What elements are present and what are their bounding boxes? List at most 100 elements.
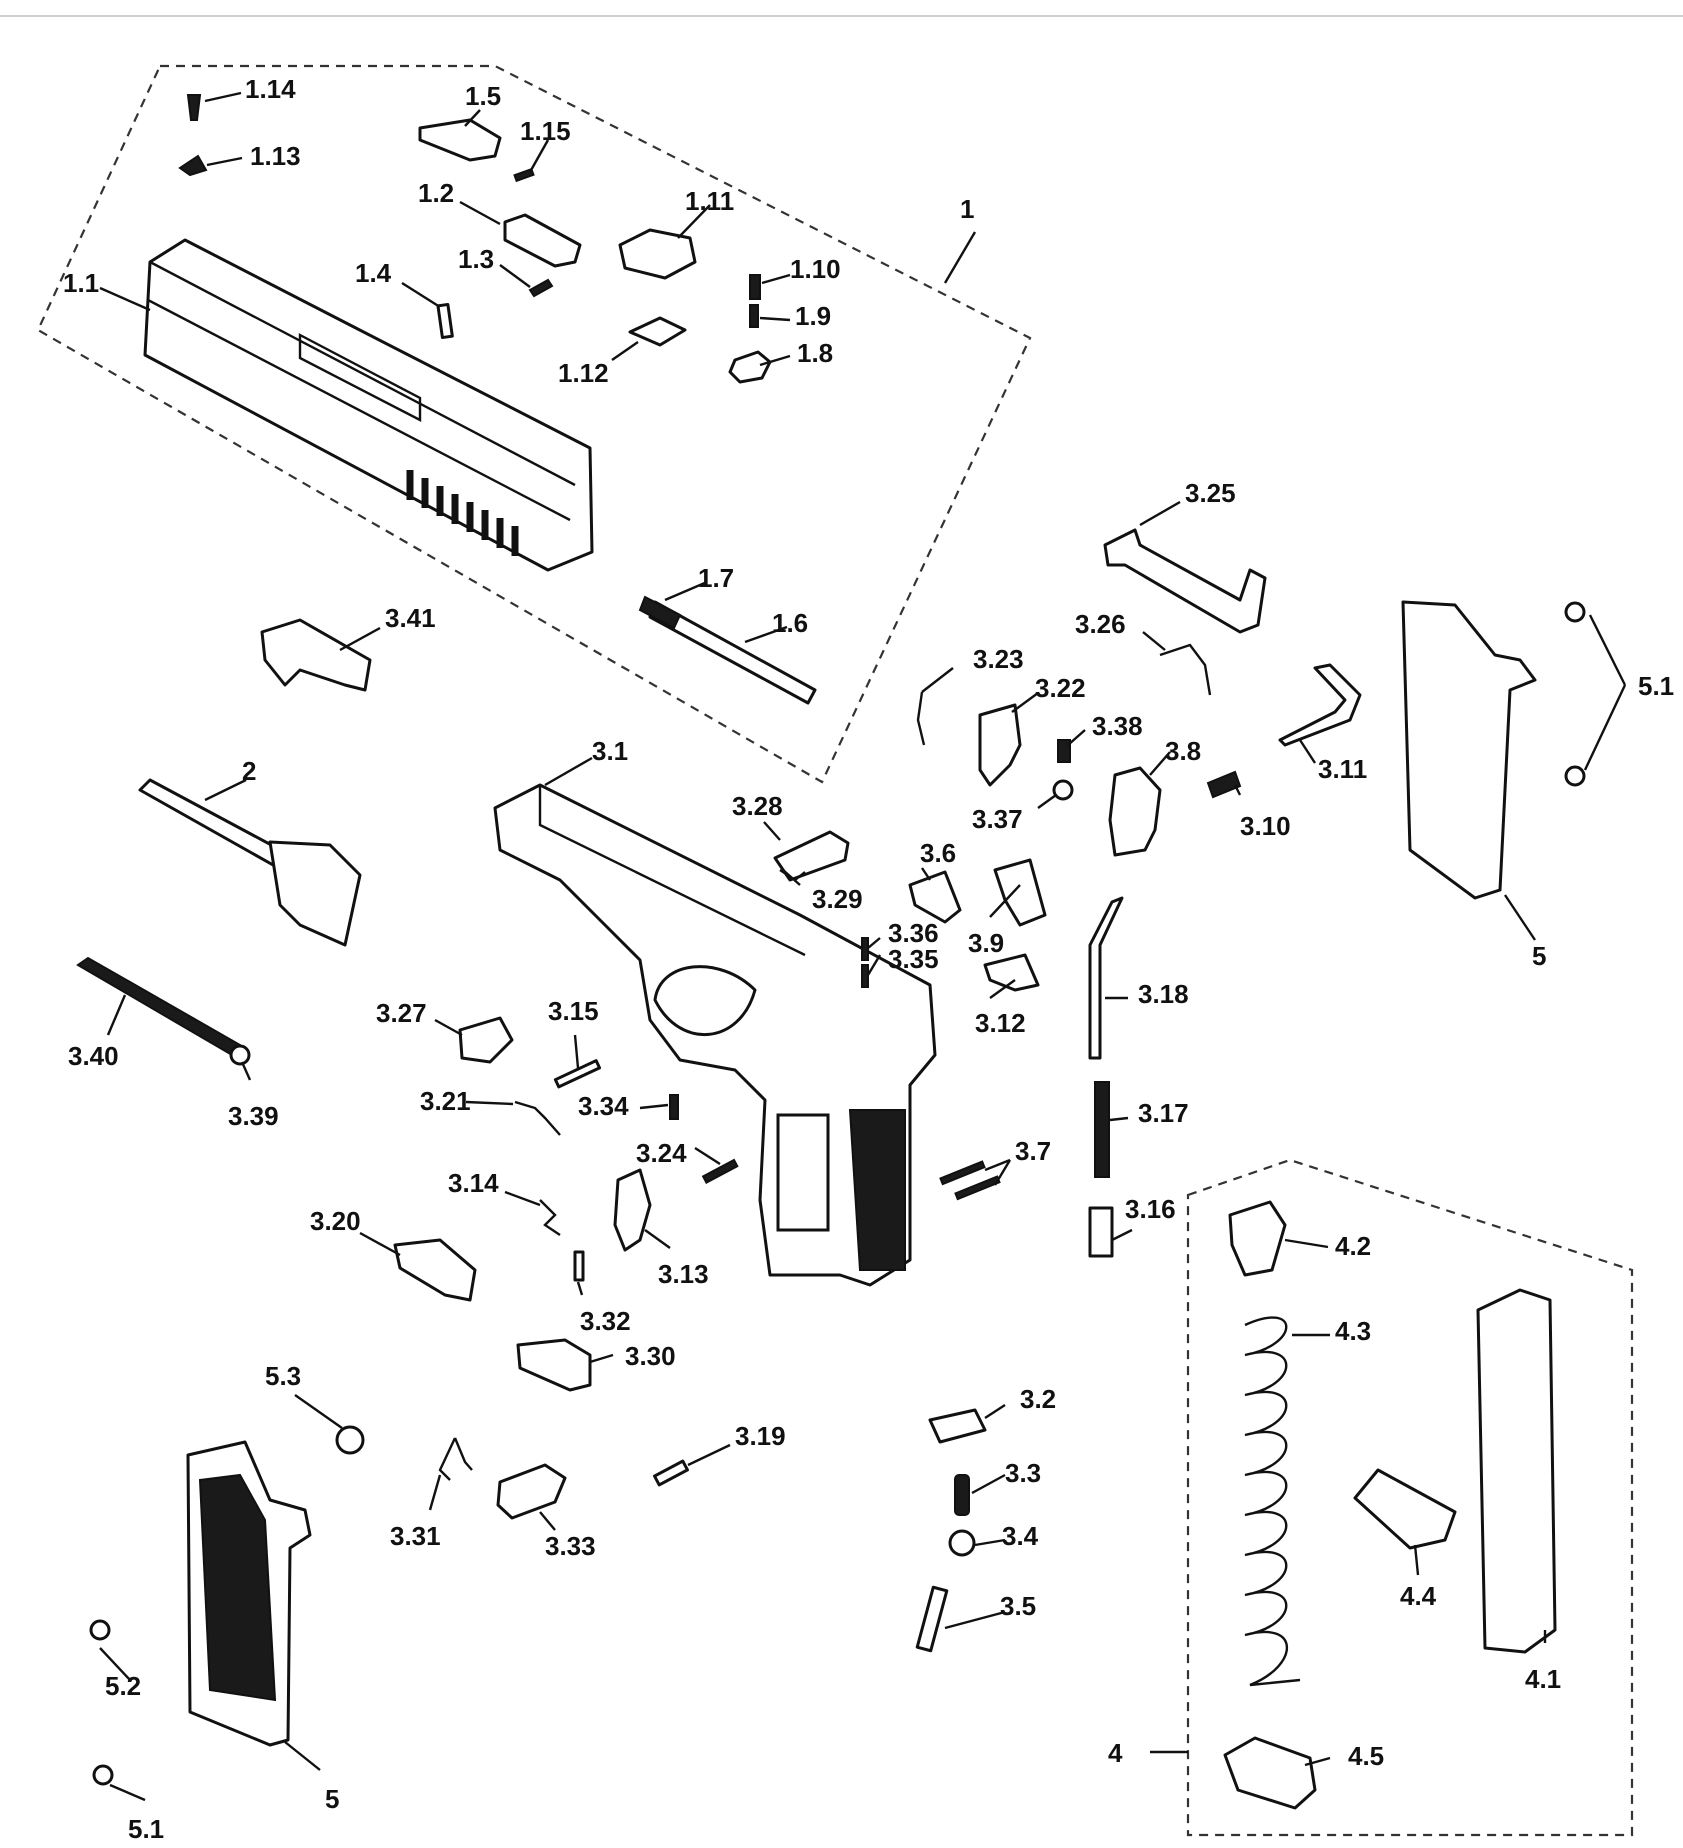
label-3-15: 3.15: [548, 996, 599, 1026]
label-1-1: 1.1: [63, 268, 99, 298]
label-3-35: 3.35: [888, 944, 939, 974]
label-1-6: 1.6: [772, 608, 808, 638]
label-3-32: 3.32: [580, 1306, 631, 1336]
label-1-15: 1.15: [520, 116, 571, 146]
pin-1-4-part: [436, 302, 454, 340]
insert-plate-part: [1353, 1468, 1457, 1550]
grip-screw-5-1-bottom-part: [1564, 765, 1586, 787]
label-3-6: 3.6: [920, 838, 956, 868]
pin-3-15-part: [553, 1059, 602, 1089]
label-4-1: 4.1: [1525, 1664, 1561, 1694]
label-1-14: 1.14: [245, 74, 296, 104]
bushing-3-2-part: [928, 1408, 987, 1444]
slide-part: [143, 238, 594, 572]
slide-group-outline: [36, 64, 1032, 784]
grip-screw-5-1-low-part: [92, 1764, 114, 1786]
label-3-37: 3.37: [972, 804, 1023, 834]
pin-1-15-part: [513, 167, 535, 183]
plate-1-12-part: [628, 316, 687, 347]
label-1-3: 1.3: [458, 244, 494, 274]
label-5-1-top: 5.1: [1638, 671, 1674, 701]
mainspring-part: [1094, 1081, 1110, 1178]
spring-3-21-part: [514, 1100, 561, 1136]
label-5-2: 5.2: [105, 1671, 141, 1701]
label-1-2: 1.2: [418, 178, 454, 208]
ejector-part: [978, 703, 1022, 787]
follower-part: [1228, 1200, 1287, 1277]
label-4-5: 4.5: [1348, 1741, 1384, 1771]
pins-3-7-part: [939, 1160, 1001, 1201]
label-3-25: 3.25: [1185, 478, 1236, 508]
label-1-12: 1.12: [558, 358, 609, 388]
spring-1-9-part: [749, 304, 759, 328]
block-3-33-part: [496, 1463, 567, 1520]
label-4-4: 4.4: [1400, 1581, 1437, 1611]
label-3-3: 3.3: [1005, 1458, 1041, 1488]
grip-panel-right-part: [1401, 600, 1537, 900]
label-3-27: 3.27: [376, 998, 427, 1028]
spring-3-26-part: [1159, 643, 1212, 696]
label-3-7: 3.7: [1015, 1136, 1051, 1166]
magazine-tube-part: [1476, 1288, 1557, 1654]
label-3-9: 3.9: [968, 928, 1004, 958]
screw-1-14-part: [186, 94, 202, 121]
firing-pin-block-part: [728, 350, 772, 384]
magazine-catch-part: [393, 1238, 477, 1302]
label-3-31: 3.31: [390, 1521, 441, 1551]
label-3-34: 3.34: [578, 1091, 629, 1121]
label-3-2: 3.2: [1020, 1384, 1056, 1414]
block-3-41-part: [260, 618, 372, 692]
leader-lines: [99, 91, 1627, 1802]
pin-3-19-part: [653, 1459, 689, 1487]
label-3-13: 3.13: [658, 1259, 709, 1289]
label-3-28: 3.28: [732, 791, 783, 821]
label-1-4: 1.4: [355, 258, 392, 288]
label-3-23: 3.23: [973, 644, 1024, 674]
label-2: 2: [242, 756, 256, 786]
label-3-22: 3.22: [1035, 673, 1086, 703]
plunger-3-16-part: [1088, 1206, 1114, 1258]
label-5-bottom: 5: [325, 1784, 339, 1814]
label-3-12: 3.12: [975, 1008, 1026, 1038]
label-3-5: 3.5: [1000, 1591, 1036, 1621]
spring-3-3-part: [954, 1474, 970, 1516]
label-3-36: 3.36: [888, 918, 939, 948]
front-sight-part: [178, 154, 208, 177]
label-3-16: 3.16: [1125, 1194, 1176, 1224]
label-3-19: 3.19: [735, 1421, 786, 1451]
label-3-40: 3.40: [68, 1041, 119, 1071]
recoil-spring-short-part: [638, 595, 682, 630]
label-3-39: 3.39: [228, 1101, 279, 1131]
label-5-3: 5.3: [265, 1361, 301, 1391]
spring-3-38-part: [1057, 739, 1071, 763]
label-5-top: 5: [1532, 941, 1546, 971]
label-3-26: 3.26: [1075, 609, 1126, 639]
grip-screw-5-3-part: [335, 1425, 365, 1455]
grip-screw-5-2-part: [89, 1619, 111, 1641]
label-3-4: 3.4: [1002, 1521, 1039, 1551]
roller-3-37-part: [1052, 779, 1074, 801]
label-1-13: 1.13: [250, 141, 301, 171]
recoil-spring-cap-part: [229, 1044, 251, 1066]
spring-3-14-part: [539, 1199, 561, 1236]
lever-3-9-part: [993, 858, 1047, 927]
label-3-1: 3.1: [592, 736, 628, 766]
spring-3-35-part: [861, 964, 869, 988]
part-labels: 1 1.1 1.2 1.3 1.4 1.5 1.6 1.7 1.8 1.9 1.…: [63, 74, 1674, 1844]
spring-3-23-part: [916, 691, 926, 746]
label-1-11: 1.11: [685, 186, 734, 216]
label-1-5: 1.5: [465, 81, 501, 111]
label-4: 4: [1108, 1738, 1123, 1768]
label-3-33: 3.33: [545, 1531, 596, 1561]
grip-panel-left-part: [186, 1440, 312, 1747]
block-1-11-part: [618, 228, 697, 280]
magazine-spring-part: [1244, 1316, 1301, 1687]
label-3-11: 3.11: [1318, 754, 1367, 784]
label-3-20: 3.20: [310, 1206, 361, 1236]
label-3-14: 3.14: [448, 1168, 499, 1198]
label-3-38: 3.38: [1092, 711, 1143, 741]
barrel-part: [138, 778, 362, 947]
trigger-bar-part: [1103, 528, 1267, 634]
label-3-8: 3.8: [1165, 736, 1201, 766]
pin-3-34-part: [669, 1094, 679, 1120]
